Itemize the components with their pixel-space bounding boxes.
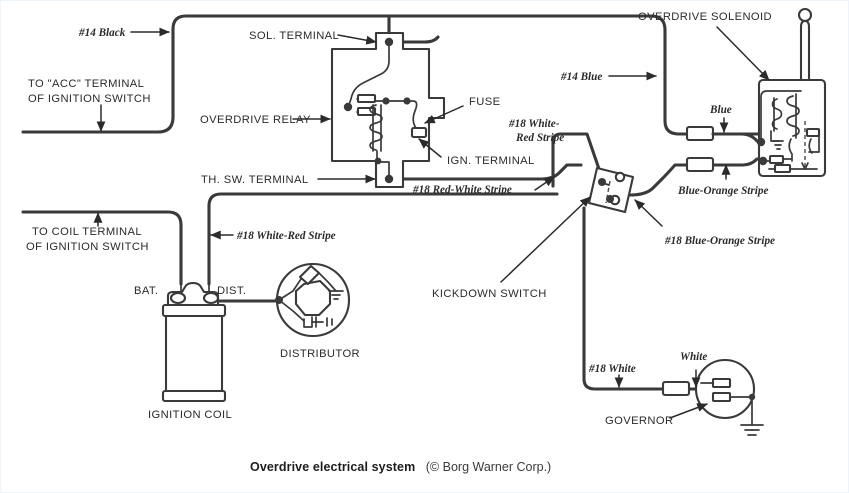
solenoid-plunger-rod xyxy=(799,19,811,82)
label-sol-terminal: SOL. TERMINAL xyxy=(249,30,339,42)
distributor-component[interactable] xyxy=(275,262,351,338)
leader-ign-terminal xyxy=(418,138,442,158)
relay-internal-coil-lead-top xyxy=(347,41,390,108)
leader-governor xyxy=(669,403,708,419)
label-white: White xyxy=(680,351,707,363)
solenoid-contact-block-right xyxy=(805,127,821,138)
wire-18-white-red-stripe-path xyxy=(551,132,601,188)
relay-coil-bottom-lead xyxy=(376,150,390,180)
leader-overdrive-solenoid xyxy=(716,26,770,81)
governor-contact-lower xyxy=(711,391,732,403)
caption-group: Overdrive electrical system (© Borg Warn… xyxy=(250,458,551,475)
label-to-coil-line1: TO COIL TERMINAL xyxy=(32,226,142,238)
solenoid-winding-small xyxy=(771,98,783,130)
relay-contact-block-upper xyxy=(356,93,377,104)
relay-fuse-holder xyxy=(410,126,428,139)
label-bat: BAT. xyxy=(134,285,158,297)
relay-fuse-element xyxy=(406,100,421,135)
kickdown-terminal-upper xyxy=(614,171,626,183)
label-to-acc-line1: TO "ACC" TERMINAL xyxy=(28,78,144,90)
kickdown-internal-lead xyxy=(598,181,610,186)
coil-bottom-band xyxy=(161,389,227,403)
label-18-white-red-stripe-top-line2: Red Stripe xyxy=(515,132,564,144)
leader-sol-terminal xyxy=(337,34,377,45)
coil-bat-terminal xyxy=(169,291,187,305)
fuse-block-white xyxy=(661,380,691,397)
relay-junction-node-a xyxy=(382,97,390,105)
solenoid-contact-arm xyxy=(788,138,793,162)
distributor-arm-link xyxy=(317,271,337,292)
label-th-sw-terminal: TH. SW. TERMINAL xyxy=(201,174,309,186)
distributor-cam-octagon xyxy=(294,279,332,317)
fuse-block-blue xyxy=(685,125,715,142)
wire-coil-terminal-loop xyxy=(21,210,183,286)
label-to-coil-line2: OF IGNITION SWITCH xyxy=(26,241,149,253)
label-ignition-coil: IGNITION COIL xyxy=(148,409,232,421)
figure-caption: Overdrive electrical system (© Borg Warn… xyxy=(250,458,551,475)
label-18-blue-orange-stripe: #18 Blue-Orange Stripe xyxy=(664,235,775,247)
distributor-condenser-lead xyxy=(311,317,333,327)
solenoid-plunger-knob xyxy=(797,7,813,23)
kickdown-switch-component[interactable] xyxy=(587,166,635,214)
relay-coil-winding xyxy=(369,104,383,151)
fuse-block-blue-orange xyxy=(685,156,715,173)
wire-18-blue-orange-path xyxy=(628,157,759,197)
leader-18-red-white xyxy=(534,176,555,191)
coil-top-band xyxy=(161,303,227,318)
label-to-acc-line2: OF IGNITION SWITCH xyxy=(28,93,151,105)
label-ign-terminal: IGN. TERMINAL xyxy=(447,155,535,167)
governor-component[interactable] xyxy=(694,358,764,436)
label-fuse: FUSE xyxy=(469,96,500,108)
label-18-red-white-stripe: #18 Red-White Stripe xyxy=(412,184,512,196)
solenoid-contact-block-lower-left xyxy=(768,154,785,165)
ignition-coil-component[interactable] xyxy=(161,281,227,403)
overdrive-relay-component[interactable] xyxy=(330,31,446,189)
leader-18-blue-orange xyxy=(634,199,663,227)
solenoid-contact-block-bottom xyxy=(773,163,792,174)
leader-lines xyxy=(93,26,770,419)
label-18-white: #18 White xyxy=(588,363,636,375)
kickdown-switch-body xyxy=(587,166,635,214)
governor-housing xyxy=(694,358,756,420)
label-overdrive-relay: OVERDRIVE RELAY xyxy=(200,114,311,126)
wire-14-black-path xyxy=(21,14,443,134)
leader-kickdown xyxy=(500,196,591,283)
wire-red-white-return xyxy=(207,192,559,286)
label-kickdown-switch: KICKDOWN SWITCH xyxy=(432,288,547,300)
relay-coil-bottom-node xyxy=(374,157,382,165)
label-distributor: DISTRIBUTOR xyxy=(280,348,360,360)
caption-copyright-text: (© Borg Warner Corp.) xyxy=(426,460,551,474)
label-18-white-red-stripe-left: #18 White-Red Stripe xyxy=(236,230,336,242)
label-14-blue: #14 Blue xyxy=(560,71,602,83)
wire-blue-to-solenoid-terminal xyxy=(711,132,759,143)
solenoid-arrow-down xyxy=(801,162,809,170)
governor-contact-upper xyxy=(711,377,732,389)
label-blue-orange-stripe: Blue-Orange Stripe xyxy=(677,185,768,197)
solenoid-lower-lead xyxy=(762,158,792,162)
caption-main-text: Overdrive electrical system xyxy=(250,460,415,474)
overdrive-solenoid-component[interactable] xyxy=(756,7,827,178)
label-blue: Blue xyxy=(709,104,732,116)
solenoid-internal-top-lead xyxy=(760,90,802,143)
leader-fuse xyxy=(424,105,464,124)
label-governor: GOVERNOR xyxy=(605,415,673,427)
label-14-black: #14 Black xyxy=(78,27,126,39)
distributor-lead-to-points xyxy=(278,278,302,301)
kickdown-contact-lower xyxy=(606,195,614,203)
wire-14-blue-path xyxy=(439,14,761,136)
relay-body-outline xyxy=(330,31,446,189)
label-overdrive-solenoid: OVERDRIVE SOLENOID xyxy=(638,11,772,23)
coil-body xyxy=(164,310,224,399)
coil-dist-terminal xyxy=(202,291,220,305)
wire-relay-top-branch xyxy=(387,35,440,44)
distributor-lead-to-condenser xyxy=(278,299,305,322)
wire-18-white-path xyxy=(582,206,703,391)
text-labels: #14 Black TO "ACC" TERMINAL OF IGNITION … xyxy=(26,11,775,427)
label-dist: DIST. xyxy=(217,285,246,297)
solenoid-winding-large xyxy=(786,95,800,137)
label-18-white-red-stripe-top-line1: #18 White- xyxy=(508,118,560,130)
